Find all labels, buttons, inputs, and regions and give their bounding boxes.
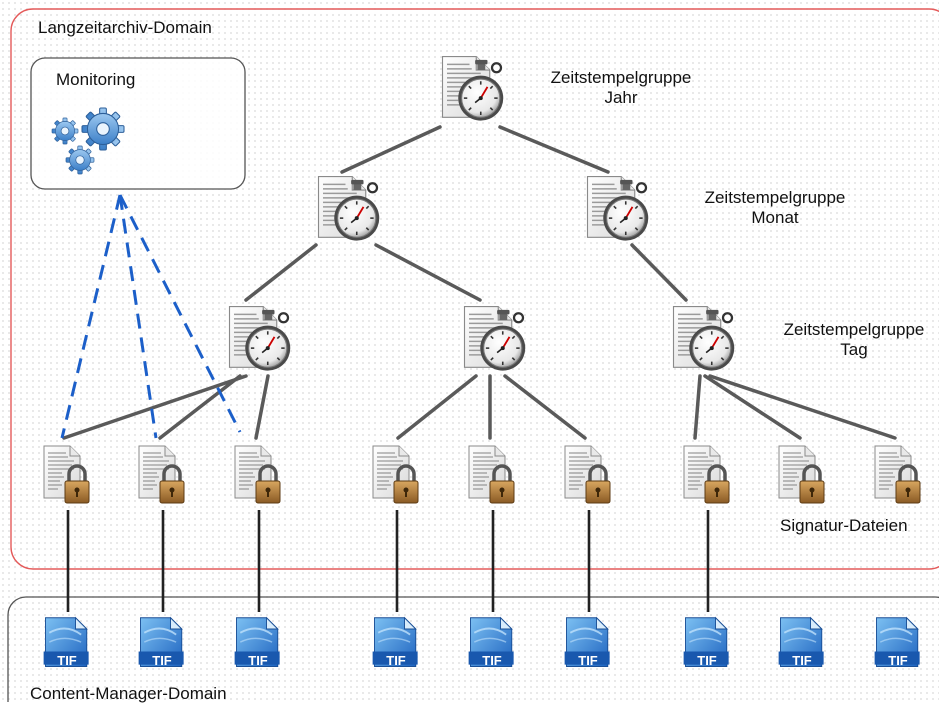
timestamp-month-icon	[586, 175, 650, 242]
tif-label: TIF	[697, 653, 717, 668]
signature-file-icon	[682, 444, 731, 505]
tree-line	[708, 374, 897, 440]
timestamp-group-day-line2: Tag	[840, 340, 868, 359]
timestamp-group-month-line2: Monat	[751, 208, 799, 227]
tree-lines	[62, 125, 897, 440]
tif-label: TIF	[57, 653, 77, 668]
timestamp-group-month-line1: Zeitstempelgruppe	[704, 188, 846, 207]
timestamp-group-year-line2: Jahr	[604, 88, 638, 107]
file-links	[66, 510, 710, 612]
tree-line	[503, 374, 587, 440]
tif-label: TIF	[792, 653, 812, 668]
tree-line	[158, 374, 242, 440]
tif-file: TIF	[777, 616, 825, 668]
tif-label: TIF	[578, 653, 598, 668]
timestamp-day-icon	[672, 305, 736, 372]
tif-file: TIF	[233, 616, 281, 668]
timestamp-group-day-label: Zeitstempelgruppe Tag	[770, 320, 938, 360]
tif-file: TIF	[467, 616, 515, 668]
tree-line	[374, 243, 482, 302]
tif-file: TIF	[42, 616, 90, 668]
tree-line	[340, 125, 442, 174]
tif-label: TIF	[888, 653, 908, 668]
tif-file: TIF	[371, 616, 419, 668]
timestamp-year-icon	[441, 55, 505, 122]
content-domain-label: Content-Manager-Domain	[30, 684, 227, 703]
archive-domain-box	[10, 8, 939, 570]
timestamp-month-icon	[317, 175, 381, 242]
tree-line	[703, 374, 802, 440]
tree-line	[254, 374, 270, 440]
timestamp-day-icon	[228, 305, 292, 372]
monitoring-link	[118, 194, 242, 433]
timestamp-group-day-line1: Zeitstempelgruppe	[783, 320, 925, 339]
signature-file-icon	[137, 444, 186, 505]
tree-line	[62, 374, 248, 440]
tree-line	[244, 243, 318, 302]
tree-line	[498, 125, 610, 174]
tif-label: TIF	[152, 653, 172, 668]
monitoring-link	[118, 194, 158, 439]
signature-file-icon	[563, 444, 612, 505]
signature-file-icon	[371, 444, 420, 505]
signature-file-icon	[873, 444, 922, 505]
tif-file: TIF	[682, 616, 730, 668]
content-domain-box	[7, 596, 939, 702]
monitoring-links	[60, 194, 242, 439]
monitoring-link	[60, 194, 122, 439]
signature-file-icon	[233, 444, 282, 505]
monitoring-label: Monitoring	[56, 70, 136, 89]
tree-line	[630, 243, 688, 302]
archive-domain-label: Langzeitarchiv-Domain	[38, 18, 212, 37]
timestamp-group-month-label: Zeitstempelgruppe Monat	[690, 188, 860, 228]
tree-line	[693, 374, 702, 440]
signature-file-icon	[777, 444, 826, 505]
signature-file-icon	[467, 444, 516, 505]
tif-label: TIF	[482, 653, 502, 668]
signature-files-label: Signatur-Dateien	[780, 516, 908, 535]
signature-file-icon	[42, 444, 91, 505]
tif-file: TIF	[137, 616, 185, 668]
timestamp-group-year-line1: Zeitstempelgruppe	[550, 68, 692, 87]
tif-label: TIF	[248, 653, 268, 668]
tif-file: TIF	[563, 616, 611, 668]
timestamp-day-icon	[463, 305, 527, 372]
tif-label: TIF	[386, 653, 406, 668]
timestamp-group-year-label: Zeitstempelgruppe Jahr	[536, 68, 706, 108]
tif-file: TIF	[873, 616, 921, 668]
tree-line	[396, 374, 478, 440]
